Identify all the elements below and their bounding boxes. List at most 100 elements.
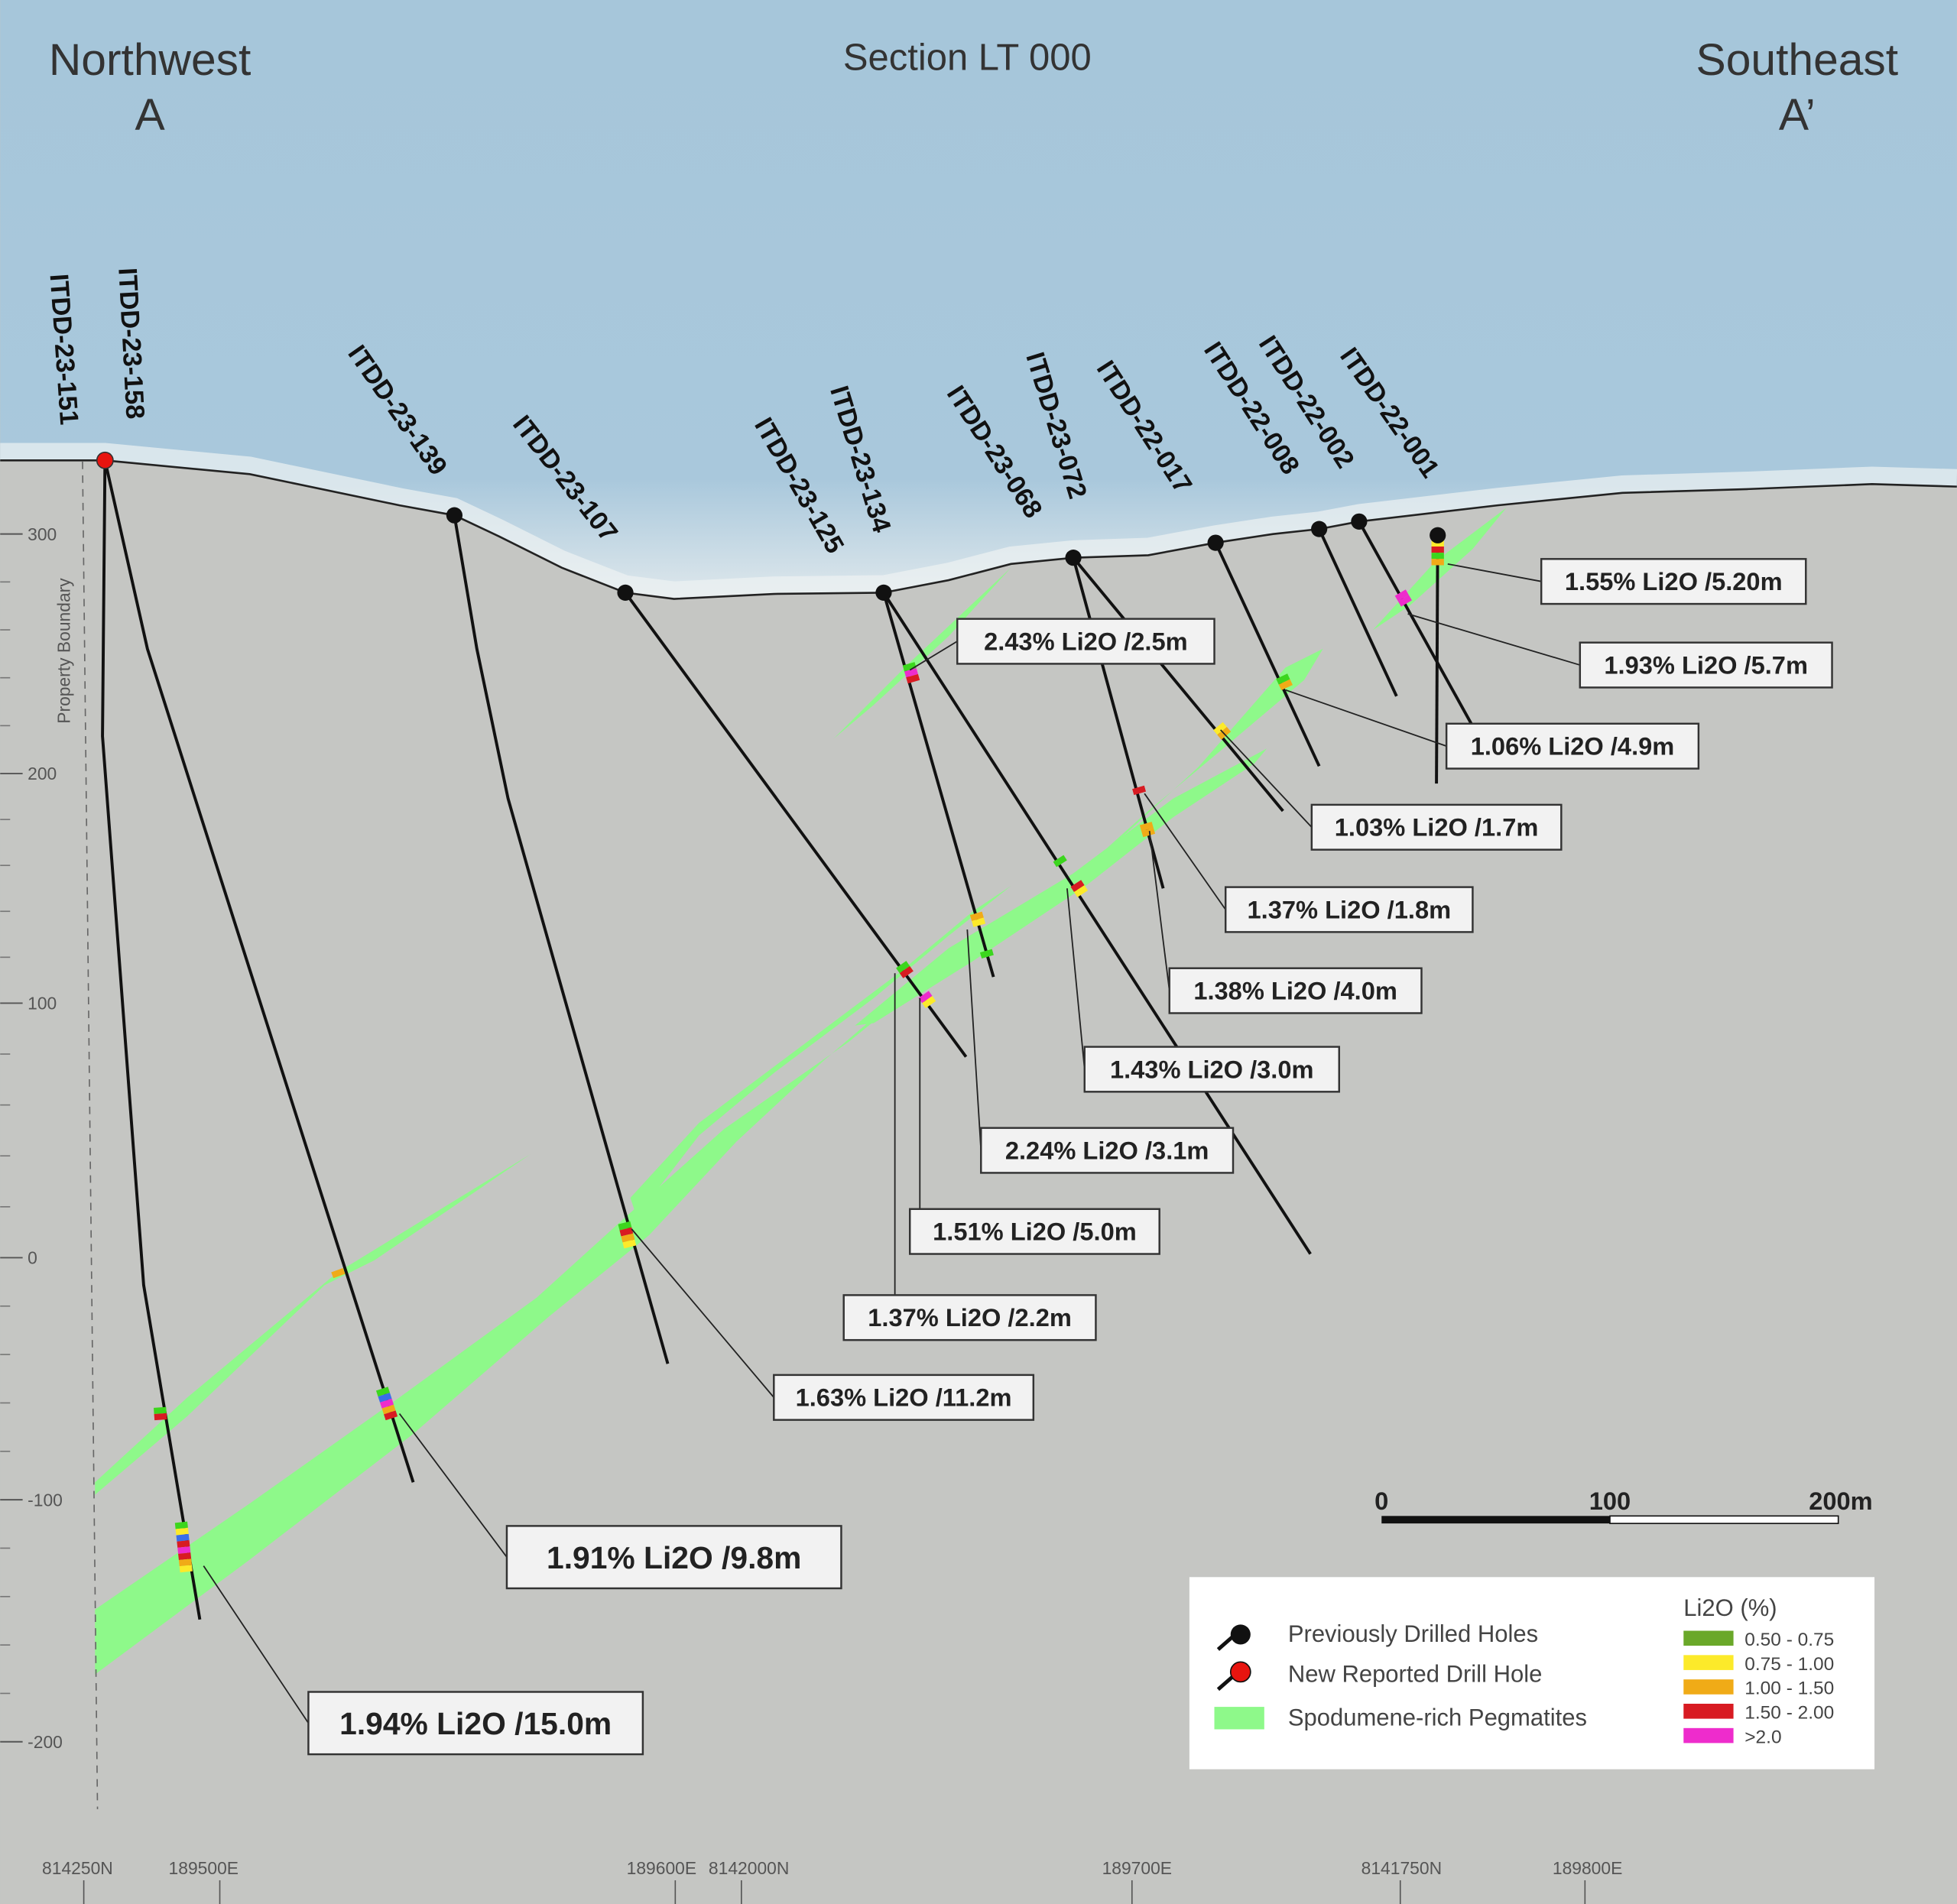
leader-line (1447, 563, 1542, 582)
intercept-box (1083, 1046, 1340, 1093)
scale-label-200: 200m (1809, 1487, 1872, 1515)
section-marker-a: A (135, 90, 166, 140)
leader-line (1066, 888, 1086, 1070)
assay-interval (621, 1233, 635, 1243)
intercept-text: 1.06% Li2O /4.9m (1471, 732, 1675, 761)
assay-interval (375, 1387, 391, 1397)
leader-line (203, 1565, 310, 1724)
property-boundary-label: Property Boundary (54, 578, 74, 724)
assay-interval (178, 1559, 193, 1567)
assay-interval (177, 1546, 191, 1554)
assay-interval (972, 917, 986, 927)
elevation-tick-label: 300 (28, 524, 57, 544)
collars (96, 451, 1446, 601)
direction-southeast: Southeast (1696, 35, 1899, 85)
intercept-box (908, 1208, 1160, 1255)
easting-label: 189500E (169, 1858, 239, 1878)
leader-line (909, 641, 958, 671)
intercept-text: 1.38% Li2O /4.0m (1193, 977, 1397, 1005)
drill-hole-trace-itdd-23-068 (1072, 556, 1284, 813)
assay-interval (899, 965, 914, 978)
easting-label: 814250N (42, 1858, 113, 1878)
drill-hole-trace-itdd-22-001 (1435, 535, 1439, 784)
intercept-box (1168, 967, 1423, 1014)
intercept-text: 1.51% Li2O /5.0m (933, 1218, 1137, 1246)
intercept-label: 1.03% Li2O /1.7m (1220, 729, 1563, 851)
easting-label: 189600E (627, 1858, 696, 1878)
assay-interval (174, 1521, 188, 1529)
legend-pegmatite: Spodumene-rich Pegmatites (1288, 1705, 1587, 1731)
assay-interval (1070, 880, 1085, 893)
assay-interval (154, 1406, 167, 1415)
assay-interval (1397, 595, 1412, 607)
assay-interval (902, 662, 917, 672)
easting-label: 8142000N (709, 1858, 789, 1878)
elevation-tick-label: -100 (28, 1490, 63, 1510)
legend-previous: Previously Drilled Holes (1288, 1620, 1538, 1647)
intercept-label: 1.37% Li2O /1.8m (1144, 793, 1474, 933)
assay-interval (1394, 589, 1409, 602)
drill-hole-trace-itdd-23-158 (103, 459, 415, 1483)
intercept-text: 2.43% Li2O /2.5m (984, 627, 1188, 655)
assay-interval (380, 1398, 394, 1409)
easting-label: 8141750N (1361, 1858, 1442, 1878)
leader-line (1407, 613, 1581, 666)
intercept-label: 1.43% Li2O /3.0m (1066, 888, 1340, 1093)
intercept-text: 2.24% Li2O /3.1m (1005, 1136, 1209, 1164)
assay-interval (378, 1393, 392, 1403)
property-boundary-line (82, 461, 99, 1809)
intercept-text: 1.37% Li2O /2.2m (868, 1303, 1072, 1332)
leader-line (966, 929, 982, 1151)
direction-northwest: Northwest (49, 35, 251, 85)
assay-interval (979, 949, 994, 958)
pegmatite-lower-middle (855, 748, 1267, 1026)
grade-swatch (1683, 1727, 1734, 1743)
intercept-box (956, 618, 1215, 665)
collar-previous (1065, 550, 1082, 566)
intercept-label: 1.93% Li2O /5.7m (1407, 613, 1833, 689)
assay-interval (381, 1404, 396, 1415)
assay-interval (1139, 822, 1154, 832)
grade-label: 1.50 - 2.00 (1744, 1703, 1834, 1724)
assay-interval (1053, 855, 1067, 868)
intercept-label: 1.38% Li2O /4.0m (1148, 831, 1423, 1014)
leader-line (1148, 831, 1170, 991)
drill-hole-trace-itdd-22-008 (1317, 528, 1398, 697)
collar-previous (617, 584, 634, 601)
intercept-box (1579, 641, 1833, 689)
scale-bar: 0 100 200m (1374, 1487, 1873, 1524)
intercept-text: 1.43% Li2O /3.0m (1110, 1055, 1314, 1083)
assay-interval (175, 1527, 189, 1536)
grade-label: 1.00 - 1.50 (1744, 1679, 1834, 1699)
intercept-box (1540, 558, 1807, 605)
assay-interval (622, 1239, 637, 1249)
intercept-text: 1.03% Li2O /1.7m (1335, 813, 1539, 842)
drill-hole-trace-itdd-22-002 (1358, 521, 1475, 727)
grade-swatch (1683, 1630, 1734, 1646)
elevation-tick-label: -200 (28, 1732, 63, 1752)
assay-interval (906, 673, 920, 684)
intercept-box (980, 1127, 1235, 1174)
grade-label: 0.50 - 0.75 (1744, 1630, 1834, 1650)
assay-interval (618, 1221, 632, 1231)
grade-label: 0.75 - 1.00 (1744, 1654, 1834, 1675)
leader-line (1220, 729, 1313, 828)
collar-previous (875, 584, 892, 601)
pegmatite-swatch (1214, 1707, 1264, 1730)
intercept-label: 1.63% Li2O /11.2m (631, 1228, 1035, 1421)
drill-hole-trace-itdd-23-151 (101, 460, 202, 1620)
leader-line (398, 1413, 508, 1558)
easting-label: 189700E (1102, 1858, 1172, 1878)
intercept-label: 1.94% Li2O /15.0m (203, 1565, 644, 1756)
grade-swatch (1683, 1655, 1734, 1670)
drill-hole-trace-itdd-22-017 (1214, 542, 1321, 767)
intercept-text: 1.37% Li2O /1.8m (1248, 895, 1452, 923)
assay-interval (178, 1552, 192, 1561)
collar-previous (1430, 527, 1446, 543)
assay-interval (1073, 885, 1089, 897)
assay-interval (331, 1267, 346, 1279)
section-title: Section LT 000 (843, 37, 1092, 78)
intercept-label: 1.06% Li2O /4.9m (1285, 689, 1700, 770)
assay-interval (179, 1565, 193, 1573)
